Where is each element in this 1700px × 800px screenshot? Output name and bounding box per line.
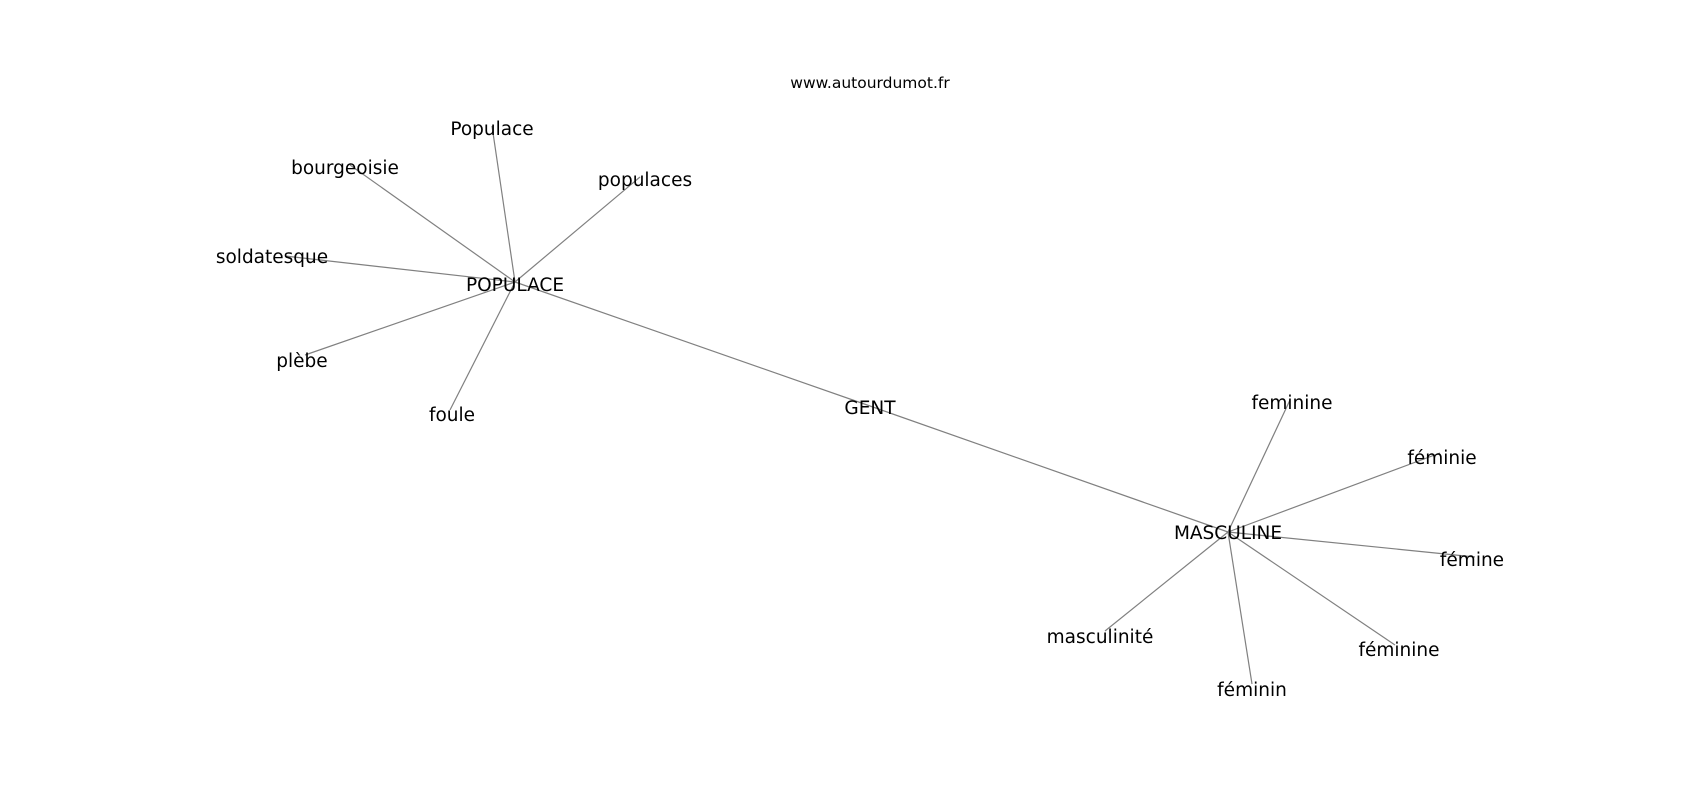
edge-masculine_hub-masculinite <box>1104 531 1229 632</box>
edge-populace_hub-gent <box>514 281 871 407</box>
node-label-populace_hub[interactable]: POPULACE <box>466 275 564 296</box>
node-label-feminin[interactable]: féminin <box>1217 680 1287 701</box>
node-label-feminine1[interactable]: feminine <box>1251 393 1332 414</box>
edge-masculine_hub-femine <box>1227 531 1476 558</box>
graph-node-labels: GENT POPULACE MASCULINE Populace bourgeoisie… <box>216 119 1504 701</box>
edge-gent-masculine_hub <box>869 405 1229 533</box>
node-label-populaces[interactable]: populaces <box>598 170 692 191</box>
node-label-masculinite[interactable]: masculinité <box>1047 627 1154 648</box>
edge-populace_hub-bourgeoisie <box>349 164 516 283</box>
edge-populace_hub-populace_cap <box>491 125 516 283</box>
graph-edges <box>284 125 1476 685</box>
edge-populace_hub-populaces <box>514 176 641 283</box>
node-label-bourgeoisie[interactable]: bourgeoisie <box>291 158 399 179</box>
edge-populace_hub-foule <box>449 281 516 411</box>
node-label-femine[interactable]: fémine <box>1440 550 1504 571</box>
node-label-foule[interactable]: foule <box>429 405 475 426</box>
edge-masculine_hub-feminine1 <box>1227 399 1291 533</box>
node-label-populace_cap[interactable]: Populace <box>450 119 533 140</box>
site-watermark: www.autourdumot.fr <box>790 74 950 92</box>
edge-masculine_hub-feminine2 <box>1227 531 1396 646</box>
node-label-feminie[interactable]: féminie <box>1407 448 1476 469</box>
node-label-soldatesque[interactable]: soldatesque <box>216 247 328 268</box>
edge-masculine_hub-feminie <box>1227 452 1441 533</box>
node-label-gent[interactable]: GENT <box>844 398 896 419</box>
node-label-masculine_hub[interactable]: MASCULINE <box>1174 523 1282 544</box>
edge-populace_hub-plebe <box>304 281 516 356</box>
node-label-plebe[interactable]: plèbe <box>276 351 327 372</box>
node-label-feminine2[interactable]: féminine <box>1358 640 1439 661</box>
edge-populace_hub-soldatesque <box>284 255 516 283</box>
edge-masculine_hub-feminin <box>1227 531 1253 685</box>
